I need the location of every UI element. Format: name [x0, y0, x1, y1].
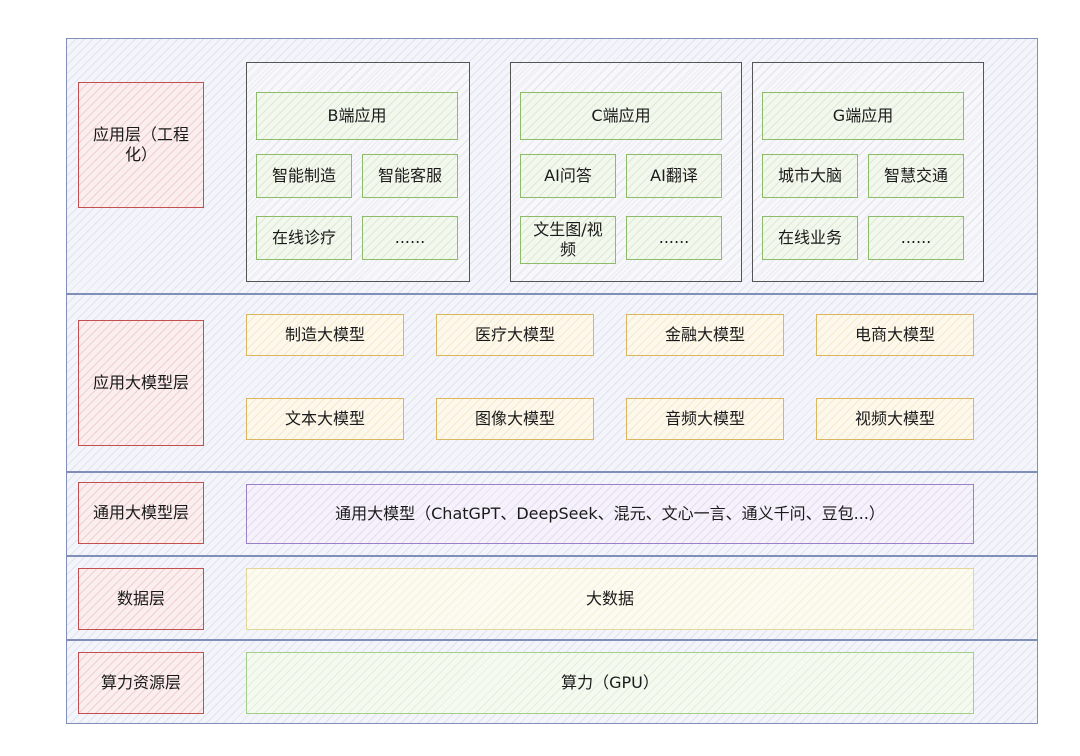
- c-app-item: 文生图/视频: [520, 216, 616, 264]
- general-model-box: 通用大模型（ChatGPT、DeepSeek、混元、文心一言、通义千问、豆包..…: [246, 484, 974, 544]
- general-model-layer-label: 通用大模型层: [78, 482, 204, 544]
- app-model-item: 音频大模型: [626, 398, 784, 440]
- c-app-item: AI翻译: [626, 154, 722, 198]
- app-model-item: 文本大模型: [246, 398, 404, 440]
- g-app-item: 在线业务: [762, 216, 858, 260]
- g-app-title: G端应用: [762, 92, 964, 140]
- data-box: 大数据: [246, 568, 974, 630]
- app-model-item: 图像大模型: [436, 398, 594, 440]
- app-model-item: 电商大模型: [816, 314, 974, 356]
- compute-layer-label: 算力资源层: [78, 652, 204, 714]
- c-app-item: ......: [626, 216, 722, 260]
- c-app-item: AI问答: [520, 154, 616, 198]
- g-app-item: 城市大脑: [762, 154, 858, 198]
- b-app-item: 智能客服: [362, 154, 458, 198]
- b-app-item: 智能制造: [256, 154, 352, 198]
- application-layer-label: 应用层（工程化）: [78, 82, 204, 208]
- b-app-title: B端应用: [256, 92, 458, 140]
- app-model-item: 医疗大模型: [436, 314, 594, 356]
- g-app-item: 智慧交通: [868, 154, 964, 198]
- g-app-item: ......: [868, 216, 964, 260]
- data-layer-label: 数据层: [78, 568, 204, 630]
- compute-box: 算力（GPU）: [246, 652, 974, 714]
- c-app-title: C端应用: [520, 92, 722, 140]
- b-app-item: ......: [362, 216, 458, 260]
- app-model-item: 金融大模型: [626, 314, 784, 356]
- app-model-item: 制造大模型: [246, 314, 404, 356]
- app-model-item: 视频大模型: [816, 398, 974, 440]
- app-model-layer-label: 应用大模型层: [78, 320, 204, 446]
- b-app-item: 在线诊疗: [256, 216, 352, 260]
